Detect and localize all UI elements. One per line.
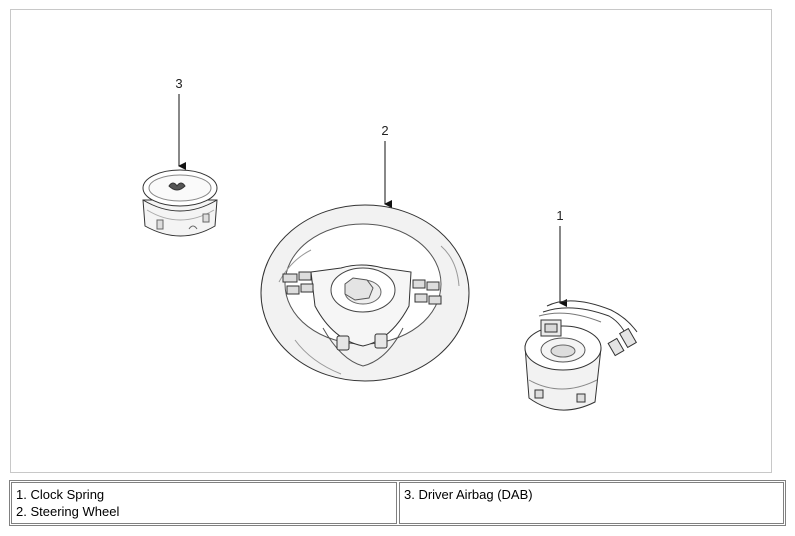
callout-3: 3 [175,76,186,170]
callout-2: 2 [381,123,392,208]
clock-spring-drawing [524,300,638,411]
steering-wheel-drawing [260,204,470,382]
legend-cell-right: 3. Driver Airbag (DAB) [399,482,784,524]
callout-1-label: 1 [556,208,563,223]
legend-item-steering-wheel: 2. Steering Wheel [16,504,120,519]
legend-item-driver-airbag: 3. Driver Airbag (DAB) [404,487,533,502]
legend-item-clock-spring: 1. Clock Spring [16,487,105,502]
figure-frame: 3 2 [10,9,772,473]
callout-2-label: 2 [381,123,388,138]
legend-table: 1. Clock Spring 2. Steering Wheel 3. Dri… [9,480,786,526]
callout-3-label: 3 [175,76,182,91]
callout-1: 1 [556,208,567,307]
driver-airbag-drawing [142,169,218,237]
legend-cell-left: 1. Clock Spring 2. Steering Wheel [11,482,397,524]
parts-illustration: 3 2 [142,76,638,411]
